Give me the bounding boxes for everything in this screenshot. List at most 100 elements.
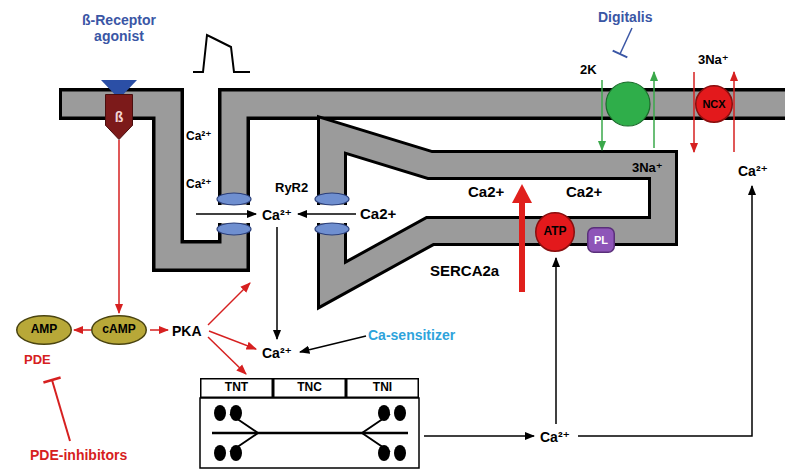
signal-arrow — [74, 329, 91, 331]
amp-oval: AMP — [16, 315, 72, 345]
channel-label: RyR2 — [275, 180, 308, 195]
ion-label: 2K — [580, 60, 597, 78]
pka-arrow — [208, 337, 246, 374]
ion-label: Ca²⁺ — [262, 345, 292, 361]
pump-label: SERCA2a — [430, 262, 499, 280]
pka-arrow — [150, 329, 168, 331]
troponin-cell: TNC — [273, 378, 346, 398]
pka-arrow — [208, 283, 250, 325]
thick-filament — [212, 432, 408, 435]
node-text: PL — [594, 234, 608, 247]
camp-oval — [92, 316, 147, 345]
exchanger-circle: NCX — [695, 85, 733, 123]
node-text: AMP — [31, 323, 58, 337]
myosin-head — [214, 445, 226, 461]
ion-label: Ca²⁺ — [186, 129, 212, 143]
troponin-cell — [274, 379, 346, 398]
enzyme-label: PDE — [24, 350, 51, 368]
ion-label: 2K — [580, 62, 597, 77]
ion-label: Ca²⁺ — [186, 177, 212, 191]
kinase-label: PKA — [172, 323, 202, 339]
sr-outline — [332, 135, 663, 285]
drug-label: ß-Receptor agonist — [70, 12, 168, 44]
ion-label: Ca2+ — [360, 205, 396, 222]
ion-label: Ca2+ — [566, 183, 602, 201]
sensitizer-arrow — [300, 336, 366, 352]
action-potential — [193, 35, 250, 72]
camp-oval: cAMP — [91, 315, 147, 345]
drug-label: Ca-sensitizer — [368, 327, 455, 343]
node-text: cAMP — [102, 323, 135, 337]
sodium-arrow — [693, 72, 695, 152]
node-text: ATP — [543, 225, 566, 239]
calcium-arrow — [733, 72, 735, 152]
myofilament-box — [200, 398, 419, 468]
ion-label: Ca2+ — [566, 183, 602, 200]
sr-membrane — [332, 135, 663, 285]
myosin-head — [394, 445, 406, 461]
ion-label: Ca²⁺ — [738, 162, 768, 180]
ryanodine-channel — [315, 223, 349, 235]
ion-label: 3Na⁺ — [698, 50, 729, 68]
signal-arrow — [118, 140, 120, 313]
drug-label: Ca-sensitizer — [368, 326, 455, 344]
channel-label: RyR2 — [275, 178, 308, 196]
node-text: TNI — [373, 381, 392, 395]
drug-label: Digitalis — [598, 9, 652, 25]
myosin-head — [230, 405, 242, 421]
calcium-arrow — [578, 186, 752, 436]
l-type-channel — [217, 223, 251, 235]
pump-circle — [536, 213, 575, 252]
receptor-shape: ß — [105, 94, 133, 140]
nak-pump — [606, 82, 650, 126]
inhibition-bar — [613, 51, 628, 58]
inhibition-bar — [43, 378, 60, 383]
ion-label: Ca2+ — [468, 183, 504, 201]
node-text: NCX — [702, 98, 725, 111]
phospholamban-tab: PL — [587, 227, 615, 253]
ion-label: 3Na⁺ — [698, 52, 729, 67]
node-text: ß — [115, 109, 124, 125]
exchanger-circle — [696, 86, 733, 123]
drug-label: Digitalis — [598, 8, 652, 26]
enzyme-label: PDE — [24, 352, 51, 367]
kinase-label: PKA — [172, 322, 202, 340]
ion-label: Ca2+ — [360, 205, 396, 223]
calcium-arrow — [276, 227, 278, 339]
myosin-head — [214, 405, 226, 421]
troponin-cell: TNT — [200, 378, 273, 398]
amp-oval — [17, 316, 72, 345]
ion-label: Ca²⁺ — [540, 429, 570, 445]
ion-label: 3Na⁺ — [632, 158, 663, 176]
serca-arrow — [519, 200, 525, 292]
l-type-channel — [217, 193, 251, 205]
ion-label: Ca²⁺ — [262, 344, 292, 362]
myosin-head — [394, 405, 406, 421]
inhibition-line — [620, 28, 632, 54]
ion-label: Ca²⁺ — [738, 163, 768, 179]
ion-label: Ca²⁺ — [186, 126, 212, 144]
myosin-head — [378, 445, 390, 461]
calcium-arrow — [424, 435, 534, 437]
serca-arrow-head — [512, 184, 532, 203]
pump-circle: ATP — [535, 212, 575, 252]
inhibition-line — [52, 380, 70, 441]
drug-label: PDE-inhibitors — [30, 447, 127, 463]
sodium-arrow — [653, 72, 655, 148]
node-text: TNT — [225, 381, 248, 395]
drug-label: PDE-inhibitors — [30, 446, 127, 464]
troponin-cell — [201, 379, 273, 398]
phospholamban-tab — [588, 228, 615, 253]
ryanodine-channel — [315, 193, 349, 205]
drug-label: ß-Receptor agonist — [70, 12, 168, 44]
ion-label: Ca²⁺ — [186, 174, 212, 192]
troponin-cell: TNI — [346, 378, 419, 398]
myosin-head — [378, 405, 390, 421]
ion-label: Ca2+ — [468, 183, 504, 200]
calcium-arrow — [555, 258, 557, 424]
ion-label: Ca²⁺ — [262, 206, 292, 224]
ion-label: Ca²⁺ — [540, 428, 570, 446]
